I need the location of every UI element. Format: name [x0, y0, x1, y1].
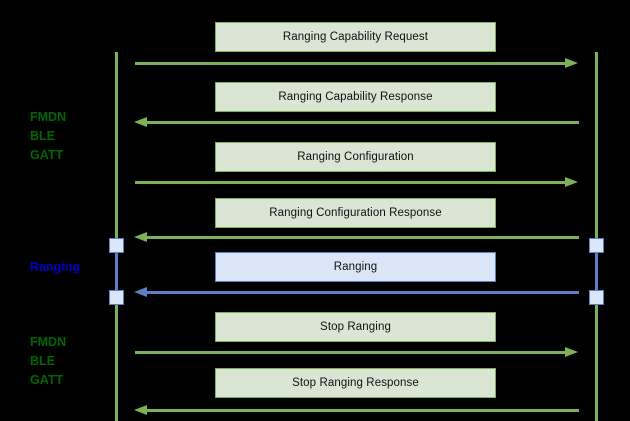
message-ranging-configuration: Ranging Configuration [215, 142, 496, 172]
arrow-ranging-configuration-response [134, 232, 579, 243]
message-stop-ranging-response: Stop Ranging Response [215, 368, 496, 398]
message-stop-ranging: Stop Ranging [215, 312, 496, 342]
phase-label-fmdn-ble-gatt-bottom: FMDN BLE GATT [30, 335, 67, 387]
lifeline-left [115, 52, 118, 421]
arrow-head-right [565, 58, 578, 68]
message-ranging-configuration-response: Ranging Configuration Response [215, 198, 496, 228]
arrow-head-left [134, 405, 147, 415]
message-ranging-capability-response: Ranging Capability Response [215, 82, 496, 112]
arrow-shaft [135, 351, 569, 354]
arrow-ranging-capability-response [134, 117, 579, 128]
ranging-start-node-left [109, 238, 124, 253]
arrow-ranging-capability-request [135, 58, 578, 69]
arrow-ranging-configuration [135, 177, 578, 188]
arrow-stop-ranging-response [134, 405, 579, 416]
arrow-head-right [565, 347, 578, 357]
arrow-head-right [565, 177, 578, 187]
ranging-activation-right [595, 245, 598, 297]
arrow-head-left [134, 232, 147, 242]
arrow-shaft [135, 181, 569, 184]
phase-label-ranging: Ranging [30, 260, 80, 274]
ranging-activation-left [115, 245, 118, 297]
lifeline-right [595, 52, 598, 421]
arrow-head-left [134, 117, 147, 127]
phase-label-fmdn-ble-gatt-top: FMDN BLE GATT [30, 110, 67, 162]
message-ranging: Ranging [215, 252, 496, 282]
ranging-start-node-right [589, 238, 604, 253]
arrow-head-left [134, 287, 147, 297]
arrow-stop-ranging [135, 347, 578, 358]
arrow-ranging [134, 287, 579, 298]
arrow-shaft [143, 291, 579, 294]
ranging-stop-node-left [109, 290, 124, 305]
arrow-shaft [143, 121, 579, 124]
ranging-stop-node-right [589, 290, 604, 305]
arrow-shaft [143, 409, 579, 412]
message-ranging-capability-request: Ranging Capability Request [215, 22, 496, 52]
arrow-shaft [143, 236, 579, 239]
arrow-shaft [135, 62, 569, 65]
